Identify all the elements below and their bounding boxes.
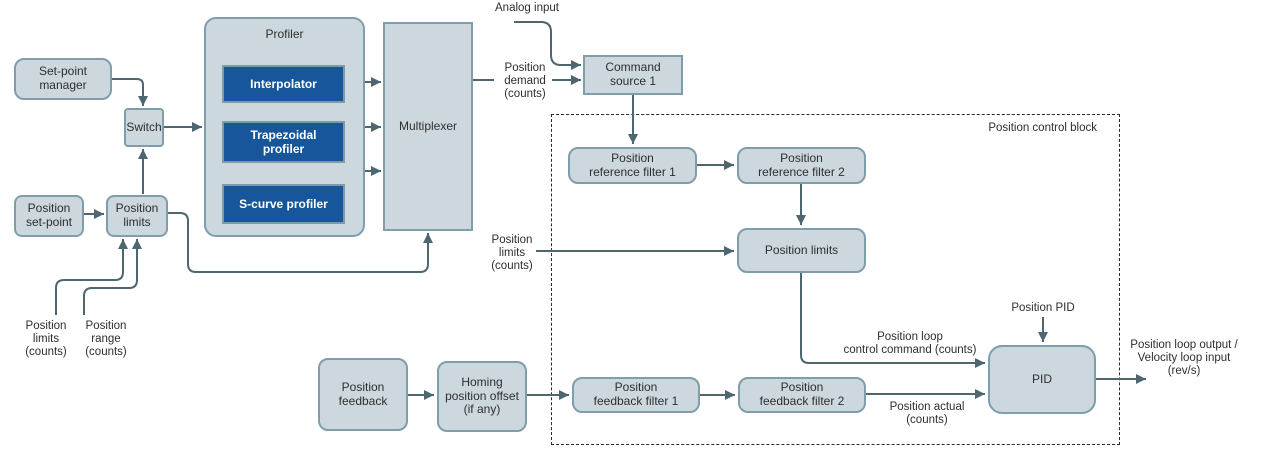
- position-feedback-filter-2-block: Position feedback filter 2: [738, 377, 866, 413]
- position-reference-filter-1-block: Position reference filter 1: [568, 147, 697, 184]
- profiler-container: Profiler Interpolator Trapezoidal profil…: [204, 17, 365, 237]
- position-range-counts-label: Position range (counts): [85, 320, 127, 359]
- position-feedback-filter-1-block: Position feedback filter 1: [572, 377, 700, 413]
- edge-analog-input-to-command-source: [514, 21, 581, 70]
- position-limits-block: Position limits: [737, 228, 866, 273]
- trapezoidal-profiler-block: Trapezoidal profiler: [222, 121, 345, 163]
- position-control-block-label: Position control block: [988, 122, 1097, 134]
- profiler-label: Profiler: [265, 27, 304, 41]
- interpolator-block: Interpolator: [222, 65, 345, 103]
- set-point-manager-block: Set-point manager: [14, 58, 112, 100]
- switch-block: Switch: [124, 108, 164, 147]
- multiplexer-block: Multiplexer: [383, 22, 473, 231]
- command-source-1-block: Command source 1: [583, 55, 683, 95]
- edge-setpoint-manager-to-switch: [112, 78, 148, 106]
- position-limits-counts-label: Position limits (counts): [25, 320, 67, 359]
- position-set-point-block: Position set-point: [14, 195, 84, 237]
- position-limits-counts-mid-label: Position limits (counts): [491, 234, 533, 273]
- s-curve-profiler-block: S-curve profiler: [222, 184, 345, 224]
- pid-block: PID: [988, 345, 1096, 414]
- analog-input-label: Analog input: [495, 2, 559, 14]
- position-loop-control-command-label: Position loop control command (counts): [843, 331, 977, 357]
- position-loop-output-label: Position loop output / Velocity loop inp…: [1130, 339, 1238, 378]
- position-control-block-container: Position control block: [551, 114, 1120, 445]
- position-reference-filter-2-block: Position reference filter 2: [737, 147, 866, 184]
- position-feedback-block: Position feedback: [318, 358, 408, 431]
- position-pid-label: Position PID: [1011, 302, 1075, 314]
- homing-position-offset-block: Homing position offset (if any): [437, 361, 527, 432]
- position-actual-label: Position actual (counts): [889, 401, 965, 427]
- position-limits-input-block: Position limits: [106, 195, 168, 237]
- edge-limits-counts-bl-to-position-limits: [55, 239, 128, 315]
- position-demand-label: Position demand (counts): [504, 62, 546, 101]
- edge-range-counts-bl-to-position-limits: [83, 239, 142, 315]
